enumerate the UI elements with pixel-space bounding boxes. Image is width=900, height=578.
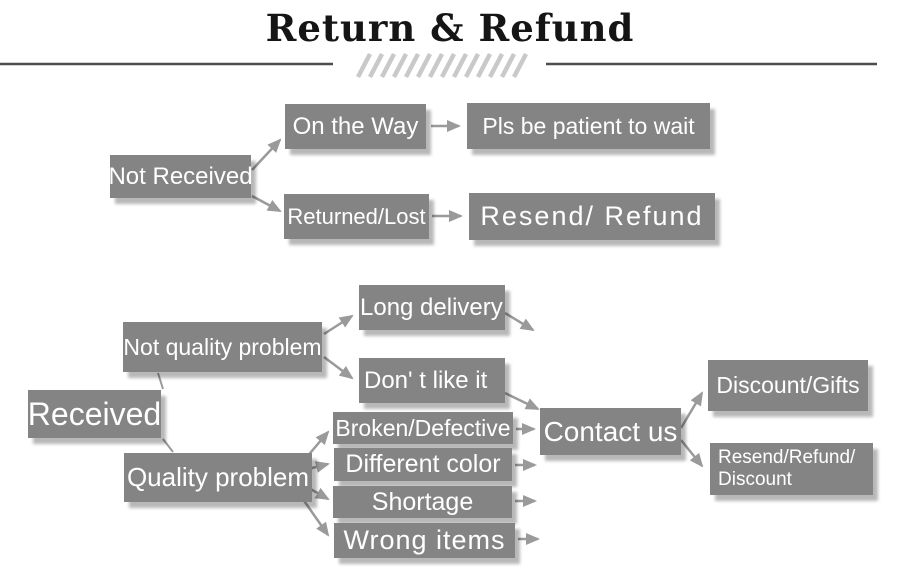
node-different-color: Different color xyxy=(334,448,512,481)
node-shortage: Shortage xyxy=(333,486,512,518)
title-hatch-marks xyxy=(356,52,528,79)
node-returned-lost: Returned/Lost xyxy=(284,194,429,239)
node-discount-gifts: Discount/Gifts xyxy=(708,360,868,411)
node-quality-problem: Quality problem xyxy=(124,453,312,502)
node-not-received: Not Received xyxy=(108,155,253,198)
node-on-the-way: On the Way xyxy=(285,104,426,149)
node-resend-refund-discount: Resend/Refund/ Discount xyxy=(710,443,873,495)
page-title: Return & Refund xyxy=(265,6,635,50)
node-broken-defective: Broken/Defective xyxy=(333,412,513,444)
node-not-quality-problem: Not quality problem xyxy=(123,322,322,372)
node-dont-like-it: Don' t like it xyxy=(359,358,505,403)
node-resend-refund: Resend/ Refund xyxy=(469,193,715,240)
node-received: Received xyxy=(28,390,161,438)
node-wrong-items: Wrong items xyxy=(334,523,515,558)
node-pls-be-patient: Pls be patient to wait xyxy=(467,103,710,149)
node-contact-us: Contact us xyxy=(540,408,681,455)
node-long-delivery: Long delivery xyxy=(359,285,505,330)
